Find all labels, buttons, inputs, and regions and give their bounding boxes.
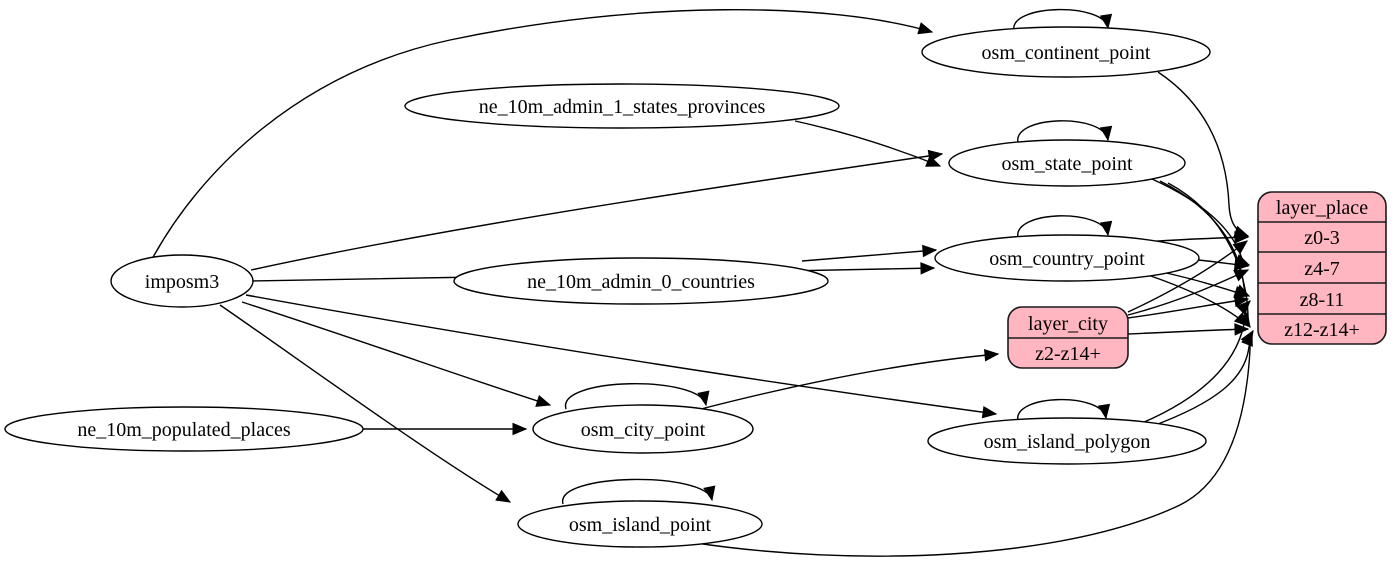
layer_place-box <box>1257 191 1387 345</box>
layer_place-row-z8-11: z8-11 <box>1300 289 1345 311</box>
edge-osm_island_polygon-layer_place-z8-11 <box>1141 300 1251 424</box>
imposm3-label: imposm3 <box>145 271 219 293</box>
osm_state_point-shape <box>948 139 1186 187</box>
edge-ne_10m_admin_1_states_provinces-osm_state_point <box>794 120 942 167</box>
edge-imposm3-osm_continent_point <box>150 9 934 262</box>
layer_place-row-z12-z14: z12-z14+ <box>1284 319 1360 341</box>
edge-layer_city-layer_place-z0-3 <box>1127 240 1249 313</box>
osm_continent_point-label: osm_continent_point <box>982 42 1151 64</box>
node-ne_10m_admin_1_states_provinces: ne_10m_admin_1_states_provinces <box>404 83 840 129</box>
edges <box>150 8 1254 557</box>
edge-layer_city-layer_place-z4-7 <box>1127 269 1250 316</box>
osm_island_point-shape <box>517 500 763 548</box>
selfloop-osm_state_point <box>1017 120 1113 144</box>
node-ne_10m_populated_places: ne_10m_populated_places <box>4 406 364 452</box>
edge-osm_country_point-layer_place-z4-7 <box>1197 258 1250 271</box>
osm_city_point-label: osm_city_point <box>581 419 706 441</box>
osm_city_point-shape <box>532 404 754 454</box>
node-osm_state_point: osm_state_point <box>948 139 1186 187</box>
osm_country_point-shape <box>934 234 1200 282</box>
osm_island_point-label: osm_island_point <box>569 514 712 536</box>
node-osm_island_polygon: osm_island_polygon <box>927 417 1207 465</box>
imposm3-shape <box>110 254 254 308</box>
edge-osm_city_point-layer_city-z2-z14 <box>700 348 1000 410</box>
ne_10m_populated_places-shape <box>4 406 364 452</box>
edge-layer_city-layer_place-z12-z14 <box>1127 323 1250 336</box>
node-osm_country_point: osm_country_point <box>934 234 1200 282</box>
selfloop-osm_city_point <box>565 383 710 410</box>
selfloop-osm_island_polygon <box>1017 398 1111 422</box>
osm_continent_point-shape <box>921 26 1211 78</box>
ne_10m_admin_0_countries-shape <box>453 257 829 305</box>
ne_10m_populated_places-label: ne_10m_populated_places <box>77 419 290 441</box>
osm_state_point-label: osm_state_point <box>1001 153 1133 175</box>
ne_10m_admin_1_states_provinces-label: ne_10m_admin_1_states_provinces <box>479 96 766 118</box>
edge-layer_city-layer_place-z8-11 <box>1127 294 1250 319</box>
osm_country_point-label: osm_country_point <box>989 248 1145 270</box>
record-layer_place: layer_place z0-3 z4-7 z8-11 z12-z14+ <box>1257 191 1387 345</box>
ne_10m_admin_0_countries-label: ne_10m_admin_0_countries <box>527 271 755 293</box>
edge-imposm3-osm_island_polygon <box>245 294 998 419</box>
node-osm_city_point: osm_city_point <box>532 404 754 454</box>
layer_city-row-z2-z14: z2-z14+ <box>1035 343 1101 365</box>
node-osm_continent_point: osm_continent_point <box>921 26 1211 78</box>
edge-imposm3-osm_state_point <box>250 149 944 271</box>
osm_island_polygon-label: osm_island_polygon <box>984 431 1151 453</box>
edge-osm_continent_point-layer_place-z0-3 <box>1157 71 1250 238</box>
node-osm_island_point: osm_island_point <box>517 500 763 548</box>
record-layer_city: layer_city z2-z14+ <box>1007 306 1129 369</box>
layer_place-row-z4-7: z4-7 <box>1304 258 1340 280</box>
osm_island_polygon-shape <box>927 417 1207 465</box>
node-imposm3: imposm3 <box>110 254 254 308</box>
edge-imposm3-osm_island_point <box>219 304 512 503</box>
edge-ne_10m_admin_0_countries-osm_country_point <box>801 244 938 262</box>
layer_city-title: layer_city <box>1028 313 1108 335</box>
node-ne_10m_admin_0_countries: ne_10m_admin_0_countries <box>453 257 829 305</box>
selfloop-osm_continent_point <box>1013 8 1113 32</box>
selfloop-osm_country_point <box>1017 215 1113 239</box>
edge-imposm3-osm_city_point <box>241 301 552 407</box>
selfloop-osm_island_point <box>562 478 716 505</box>
edge-osm_island_point-layer_place-z12-z14 <box>695 329 1254 557</box>
edge-osm_country_point-layer_place-z12-z14 <box>1147 274 1249 327</box>
ne_10m_admin_1_states_provinces-shape <box>404 83 840 129</box>
layer_place-row-z0-3: z0-3 <box>1304 227 1340 249</box>
layer_place-title: layer_place <box>1276 197 1368 219</box>
